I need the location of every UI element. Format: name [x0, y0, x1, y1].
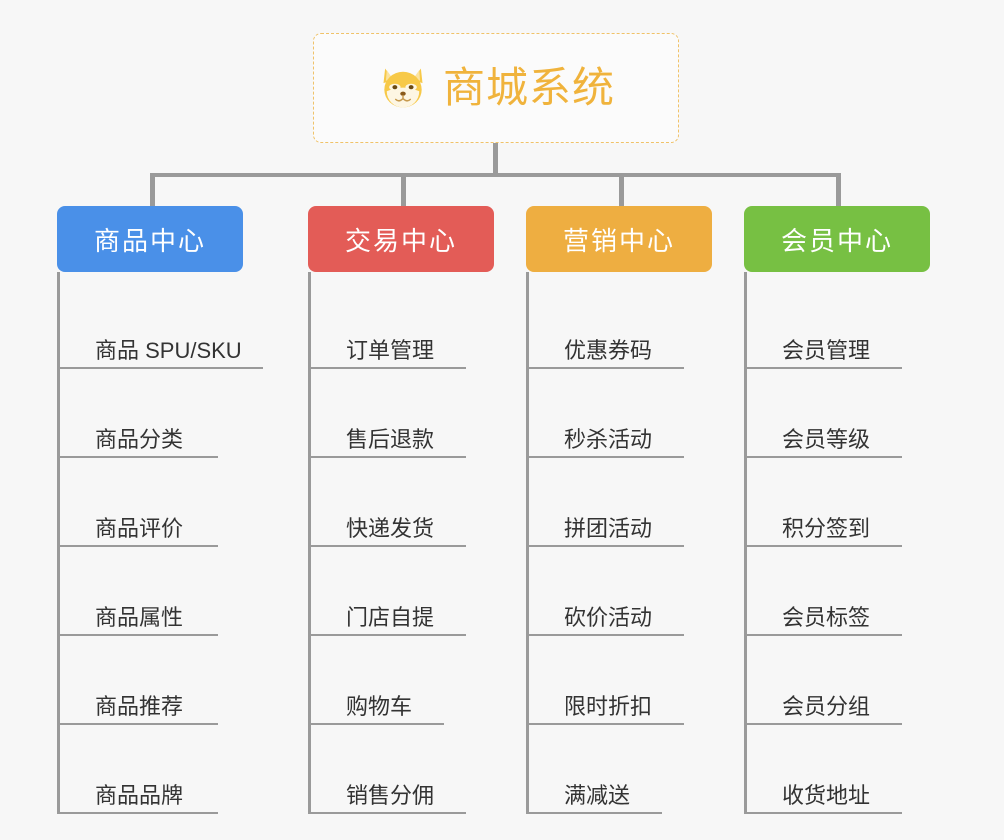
leaf-label: 会员分组 [782, 694, 871, 719]
list-item[interactable]: 满减送 [529, 725, 712, 814]
leaf-list-2: 订单管理 售后退款 快递发货 门店自提 购物车 销售分佣 [308, 272, 494, 814]
leaf-label: 售后退款 [346, 427, 435, 452]
leaf-underline [311, 545, 466, 547]
list-item[interactable]: 商品 SPU/SKU [60, 280, 263, 369]
shiba-dog-face-icon [383, 68, 423, 108]
leaf-list-3: 优惠券码 秒杀活动 拼团活动 砍价活动 限时折扣 满减送 [526, 272, 712, 814]
leaf-label: 秒杀活动 [564, 427, 653, 452]
leaf-underline [529, 367, 684, 369]
leaf-underline [60, 634, 218, 636]
leaf-label: 砍价活动 [564, 605, 653, 630]
list-item[interactable]: 门店自提 [311, 547, 494, 636]
leaf-underline [529, 723, 684, 725]
leaf-label: 会员等级 [782, 427, 871, 452]
connector-drop-2 [401, 173, 406, 209]
list-item[interactable]: 商品推荐 [60, 636, 243, 725]
list-item[interactable]: 商品评价 [60, 458, 243, 547]
leaf-label: 商品推荐 [95, 694, 184, 719]
list-item[interactable]: 会员等级 [747, 369, 930, 458]
leaf-underline [747, 634, 902, 636]
list-item[interactable]: 拼团活动 [529, 458, 712, 547]
leaf-underline [311, 812, 466, 814]
leaf-label: 购物车 [346, 694, 413, 719]
leaf-label: 商品属性 [95, 605, 184, 630]
list-item[interactable]: 会员标签 [747, 547, 930, 636]
branch-column-1: 商品中心 商品 SPU/SKU 商品分类 商品评价 商品属性 商品推荐 [57, 206, 263, 814]
list-item[interactable]: 收货地址 [747, 725, 930, 814]
list-item[interactable]: 商品属性 [60, 547, 243, 636]
list-item[interactable]: 砍价活动 [529, 547, 712, 636]
list-item[interactable]: 积分签到 [747, 458, 930, 547]
branch-column-3: 营销中心 优惠券码 秒杀活动 拼团活动 砍价活动 限时折扣 [526, 206, 712, 814]
leaf-underline [311, 367, 466, 369]
leaf-underline [311, 634, 466, 636]
leaf-underline [747, 545, 902, 547]
list-item[interactable]: 商品分类 [60, 369, 243, 458]
leaf-label: 限时折扣 [564, 694, 653, 719]
list-item[interactable]: 限时折扣 [529, 636, 712, 725]
leaf-label: 优惠券码 [564, 338, 653, 363]
connector-drop-3 [619, 173, 624, 209]
leaf-underline [311, 456, 466, 458]
leaf-label: 会员管理 [782, 338, 871, 363]
list-item[interactable]: 销售分佣 [311, 725, 494, 814]
connector-horizontal-bar [150, 173, 840, 177]
leaf-label: 商品品牌 [95, 783, 184, 808]
leaf-underline [529, 812, 662, 814]
leaf-underline [529, 634, 684, 636]
connector-root-stem [493, 143, 498, 176]
leaf-label: 会员标签 [782, 605, 871, 630]
leaf-label: 商品 SPU/SKU [95, 338, 242, 363]
leaf-underline [529, 545, 684, 547]
branch-header-3[interactable]: 营销中心 [526, 206, 712, 272]
leaf-underline [60, 456, 218, 458]
leaf-list-4: 会员管理 会员等级 积分签到 会员标签 会员分组 收货地址 [744, 272, 930, 814]
list-item[interactable]: 售后退款 [311, 369, 494, 458]
branch-header-4[interactable]: 会员中心 [744, 206, 930, 272]
leaf-underline [747, 812, 902, 814]
list-item[interactable]: 会员管理 [747, 280, 930, 369]
leaf-underline [60, 367, 263, 369]
branch-column-2: 交易中心 订单管理 售后退款 快递发货 门店自提 购物车 [308, 206, 494, 814]
connector-drop-1 [150, 173, 155, 209]
leaf-label: 快递发货 [346, 516, 435, 541]
list-item[interactable]: 快递发货 [311, 458, 494, 547]
leaf-underline [60, 545, 218, 547]
root-node[interactable]: 商城系统 [313, 33, 679, 143]
connector-drop-4 [836, 173, 841, 209]
leaf-underline [747, 723, 902, 725]
list-item[interactable]: 购物车 [311, 636, 494, 725]
leaf-underline [60, 812, 218, 814]
leaf-underline [747, 367, 902, 369]
list-item[interactable]: 会员分组 [747, 636, 930, 725]
leaf-underline [311, 723, 444, 725]
leaf-label: 积分签到 [782, 516, 871, 541]
leaf-label: 商品评价 [95, 516, 184, 541]
list-item[interactable]: 优惠券码 [529, 280, 712, 369]
leaf-underline [747, 456, 902, 458]
list-item[interactable]: 订单管理 [311, 280, 494, 369]
leaf-label: 订单管理 [346, 338, 435, 363]
leaf-label: 商品分类 [95, 427, 184, 452]
leaf-label: 销售分佣 [346, 783, 435, 808]
leaf-label: 满减送 [564, 783, 631, 808]
leaf-underline [529, 456, 684, 458]
list-item[interactable]: 秒杀活动 [529, 369, 712, 458]
branch-header-1[interactable]: 商品中心 [57, 206, 243, 272]
leaf-label: 收货地址 [782, 783, 871, 808]
leaf-underline [60, 723, 218, 725]
list-item[interactable]: 商品品牌 [60, 725, 243, 814]
branch-header-2[interactable]: 交易中心 [308, 206, 494, 272]
branch-column-4: 会员中心 会员管理 会员等级 积分签到 会员标签 会员分组 [744, 206, 930, 814]
leaf-label: 门店自提 [346, 605, 435, 630]
leaf-list-1: 商品 SPU/SKU 商品分类 商品评价 商品属性 商品推荐 商品品牌 [57, 272, 263, 814]
leaf-label: 拼团活动 [564, 516, 653, 541]
root-title: 商城系统 [442, 64, 615, 111]
